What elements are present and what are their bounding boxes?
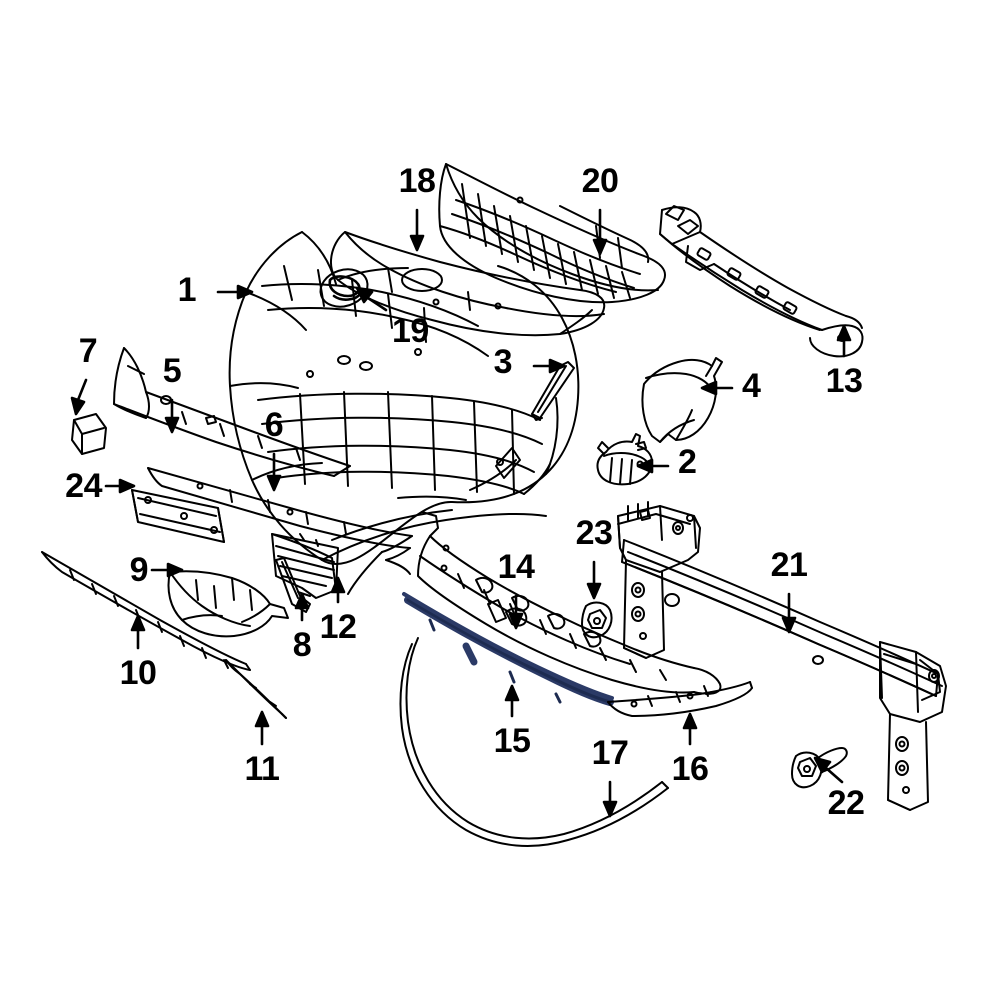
callout-label-14[interactable]: 14 (497, 548, 535, 586)
callout-label-23[interactable]: 23 (575, 514, 613, 552)
part-24-license-plate-bracket (131, 489, 225, 543)
callout-label-11[interactable]: 11 (244, 750, 280, 788)
callout-label-16[interactable]: 16 (671, 750, 709, 788)
part-17-lower-spoiler-lip-seal (399, 637, 669, 847)
callout-label-7[interactable]: 7 (78, 332, 98, 370)
part-12-grille-insert-louver (271, 533, 339, 599)
callout-label-10[interactable]: 10 (119, 654, 157, 692)
part-7-tow-hook-cover-cap (71, 413, 107, 455)
callout-label-13[interactable]: 13 (825, 362, 863, 400)
callout-label-18[interactable]: 18 (398, 162, 436, 200)
part-16-lower-corner-molding (607, 681, 753, 717)
part-6-lower-valance-molding (147, 467, 413, 595)
part-18-upper-grille-surround (329, 231, 606, 337)
part-23-push-nut-grommet (581, 601, 613, 639)
callout-label-9[interactable]: 9 (129, 551, 149, 589)
part-15-lower-grille-molding-highlighted (402, 592, 614, 706)
part-2-retainer-clip-bracket (596, 433, 653, 486)
callout-label-5[interactable]: 5 (162, 352, 182, 390)
part-13-side-energy-absorber-rail (659, 205, 864, 358)
callout-label-2[interactable]: 2 (678, 443, 697, 481)
part-9-air-duct-deflector (167, 570, 289, 638)
part-1-front-bumper-cover (228, 231, 580, 565)
part-20-energy-absorber-foam (438, 163, 666, 304)
callout-label-19[interactable]: 19 (392, 312, 429, 350)
callout-label-1[interactable]: 1 (177, 271, 197, 309)
part-21-bumper-reinforcement-beam (617, 501, 947, 811)
callout-label-24[interactable]: 24 (65, 467, 102, 505)
callout-label-15[interactable]: 15 (493, 722, 531, 760)
callout-label-22[interactable]: 22 (827, 784, 865, 822)
part-4-corner-support-bracket (641, 357, 723, 443)
callout-label-17[interactable]: 17 (591, 734, 629, 772)
callout-label-6[interactable]: 6 (264, 406, 284, 444)
part-5-upper-molding-strip (113, 347, 351, 477)
callout-leaders (70, 208, 852, 818)
part-14-lower-grille-frame (417, 511, 722, 695)
callout-label-4[interactable]: 4 (742, 367, 761, 405)
callout-label-21[interactable]: 21 (770, 546, 808, 584)
part-11-short-lower-trim-strip (225, 659, 287, 719)
callout-label-3[interactable]: 3 (493, 343, 513, 381)
callout-label-8[interactable]: 8 (292, 626, 312, 664)
callout-label-20[interactable]: 20 (581, 162, 619, 200)
part-3-side-bracket-rail (531, 361, 575, 421)
callout-label-12[interactable]: 12 (319, 608, 357, 646)
